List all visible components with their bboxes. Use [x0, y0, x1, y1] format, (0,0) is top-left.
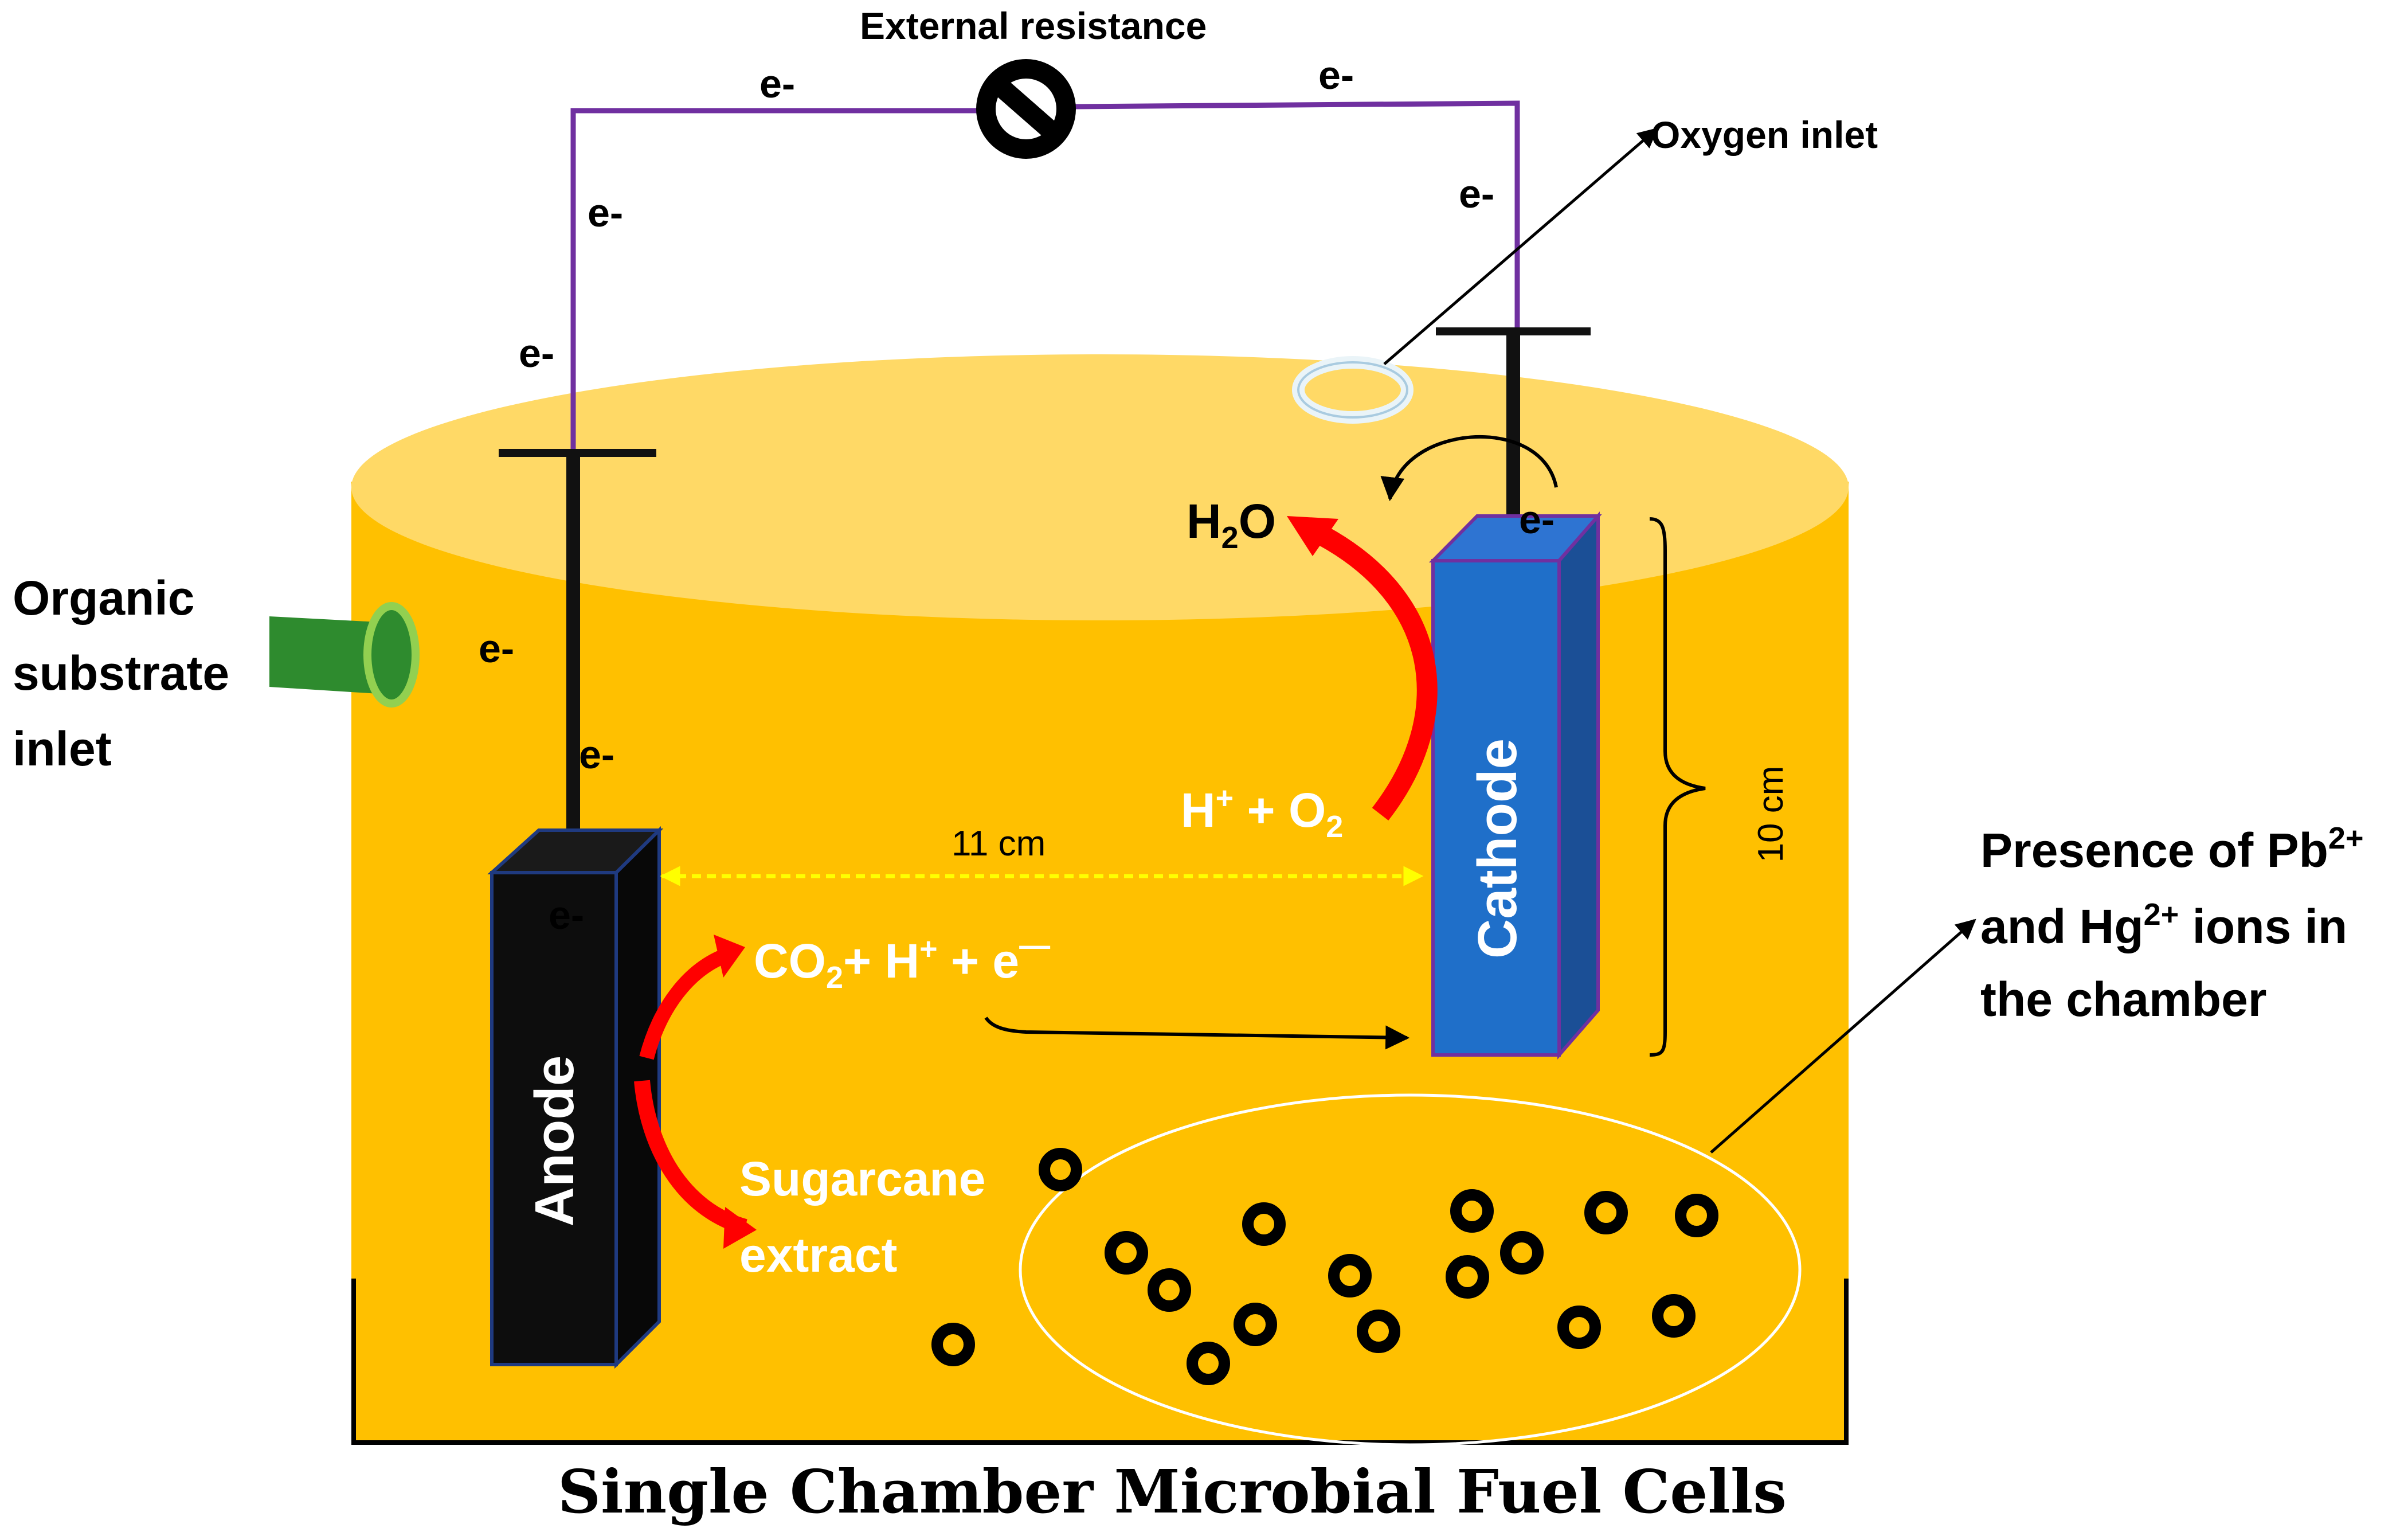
circuit-wire-right	[1074, 100, 1520, 331]
organic-label-line2: substrate	[13, 646, 229, 700]
anode-reaction-arrow	[639, 947, 731, 1060]
ion-region: Presence of Pb2+ and Hg2+ ions in the ch…	[1019, 821, 2364, 1447]
metal-ion	[1187, 1342, 1230, 1385]
metal-ion	[1675, 1194, 1718, 1237]
metal-ion	[1584, 1191, 1628, 1234]
distance-label: 11 cm	[952, 824, 1046, 863]
anode-electrode: Anode	[487, 449, 664, 1369]
organic-label-line3: inlet	[13, 722, 112, 776]
cathode-reaction-arrowhead	[1287, 516, 1338, 556]
distance-indicator: 11 cm	[660, 824, 1424, 886]
metal-ion	[1234, 1303, 1277, 1346]
metal-ion	[931, 1323, 975, 1366]
electron-label: e-	[549, 893, 584, 937]
cathode-electron-loop-arrow	[1380, 435, 1558, 502]
ion-label-line3: the chamber	[1980, 972, 2267, 1026]
anode-label: Anode	[524, 1056, 585, 1227]
ion-region-outline	[1019, 1093, 1802, 1447]
oxygen-reduction-label: H+ + O2	[1181, 781, 1343, 844]
metal-ion	[1242, 1202, 1286, 1246]
cathode-label: Cathode	[1467, 738, 1528, 959]
metal-ions	[931, 1148, 1718, 1385]
oxidation-products-label: CO2+ H+ + e—	[754, 928, 1050, 995]
metal-ion	[1652, 1294, 1696, 1338]
oxygen-inlet: Oxygen inlet	[1292, 114, 1878, 424]
metal-ion	[1105, 1231, 1148, 1275]
metal-ion	[1039, 1148, 1082, 1191]
electron-label: e-	[759, 61, 795, 106]
external-circuit	[570, 59, 1520, 453]
circuit-wire	[570, 108, 978, 453]
cathode-side-face	[1557, 511, 1600, 1060]
cathode-electrode: Cathode	[1428, 327, 1602, 1060]
organic-label-line1: Organic	[13, 571, 194, 625]
electron-label: e-	[1318, 53, 1354, 97]
electron-label: e-	[1519, 497, 1555, 542]
ion-pointer-line	[1710, 919, 1976, 1154]
electron-labels: e- e- e- e- e- e- e- e- e-	[479, 53, 1555, 937]
oxygen-inlet-label: Oxygen inlet	[1651, 114, 1878, 156]
anode-reaction-arrowhead	[714, 935, 745, 978]
sugarcane-arrow	[634, 1080, 747, 1235]
ion-label-line2: and Hg2+ ions in	[1980, 897, 2347, 953]
reaction-arrows	[634, 516, 1438, 1249]
sugarcane-label-line1: Sugarcane	[739, 1152, 986, 1206]
cathode-front-face	[1431, 559, 1561, 1057]
cathode-reaction-arrow	[1307, 521, 1438, 821]
metal-ion	[1557, 1306, 1601, 1349]
anode-front-face	[490, 871, 618, 1366]
oxygen-inlet-pointer	[1383, 127, 1658, 365]
height-label: 10 cm	[1751, 766, 1791, 863]
electron-label: e-	[1459, 171, 1494, 216]
metal-ion	[1450, 1189, 1494, 1233]
metal-ion	[1357, 1310, 1400, 1353]
electron-label: e-	[588, 190, 623, 235]
metal-ion	[1446, 1255, 1489, 1299]
sugarcane-arrowhead	[723, 1207, 757, 1249]
electron-label: e-	[579, 732, 614, 777]
height-bracket	[1649, 517, 1706, 1057]
resistor-symbol	[976, 59, 1076, 159]
metal-ion	[1148, 1268, 1191, 1312]
proton-transfer-arrow	[984, 1017, 1410, 1050]
substrate-pipe	[269, 616, 378, 694]
diagram-title: Single Chamber Microbial Fuel Cells	[558, 1456, 1787, 1527]
water-label: H2O	[1187, 494, 1276, 555]
metal-ion	[1328, 1254, 1372, 1297]
external-resistance-label: External resistance	[860, 5, 1207, 47]
reaction-labels: H2O H+ + O2 CO2+ H+ + e— Sugarcane extra…	[739, 494, 1343, 1282]
electron-label: e-	[519, 331, 554, 376]
metal-ion	[1500, 1231, 1544, 1275]
ion-label-line1: Presence of Pb2+	[1980, 821, 2364, 877]
sugarcane-label-line2: extract	[739, 1228, 898, 1282]
electron-label: e-	[479, 626, 514, 671]
height-indicator: 10 cm	[1649, 517, 1791, 1057]
substrate-pipe-rim	[363, 602, 420, 708]
organic-substrate-inlet: Organic substrate inlet	[13, 571, 420, 776]
